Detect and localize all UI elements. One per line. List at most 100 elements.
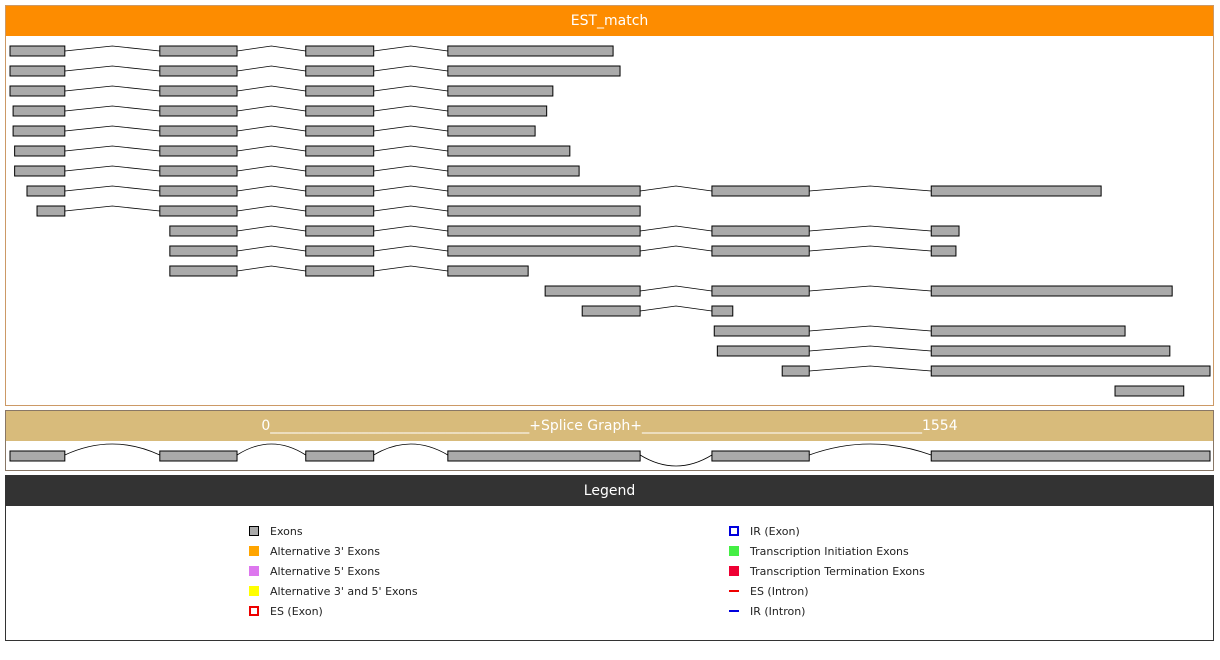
legend-label: ES (Exon)	[270, 604, 323, 618]
exon	[305, 125, 375, 137]
splice-junction-arc	[809, 443, 932, 456]
splice-junction-arc	[64, 443, 160, 456]
legend-label: Alternative 3' and 5' Exons	[270, 584, 418, 598]
splice-exon	[930, 450, 1211, 462]
exon	[930, 225, 960, 237]
intron-line	[640, 225, 712, 232]
exon	[447, 225, 641, 237]
intron-line	[373, 65, 448, 72]
exon	[169, 265, 238, 277]
intron-line	[809, 325, 932, 332]
exon	[781, 365, 810, 377]
intron-line	[640, 285, 712, 292]
intron-line	[236, 125, 306, 132]
exon	[711, 245, 810, 257]
exon	[447, 145, 571, 157]
legend-swatch-icon	[729, 610, 739, 612]
exon	[930, 285, 1173, 297]
exon	[447, 85, 554, 97]
exon	[159, 185, 238, 197]
intron-line	[373, 145, 448, 152]
exon	[544, 285, 641, 297]
exon	[36, 205, 66, 217]
exon	[305, 65, 375, 77]
exon	[159, 85, 238, 97]
exon	[169, 245, 238, 257]
legend-item: Transcription Termination Exons	[729, 564, 925, 578]
legend-swatch-icon	[249, 606, 259, 616]
exon	[159, 145, 238, 157]
legend-item: IR (Exon)	[729, 524, 800, 538]
legend-swatch-icon	[729, 566, 739, 576]
legend-item: Alternative 3' and 5' Exons	[249, 584, 418, 598]
intron-line	[373, 225, 448, 232]
exon	[9, 65, 66, 77]
intron-line	[373, 245, 448, 252]
exon	[9, 85, 66, 97]
legend-item: Alternative 3' Exons	[249, 544, 380, 558]
splice-exon	[159, 450, 238, 462]
exon	[305, 85, 375, 97]
exon	[12, 125, 66, 137]
legend-item: ES (Exon)	[249, 604, 323, 618]
exon	[305, 185, 375, 197]
exon	[26, 185, 66, 197]
exon	[930, 325, 1126, 337]
exon	[711, 305, 734, 317]
exon	[159, 125, 238, 137]
intron-line	[236, 145, 306, 152]
exon	[159, 165, 238, 177]
intron-line	[373, 205, 448, 212]
intron-line	[373, 125, 448, 132]
legend-label: ES (Intron)	[750, 584, 809, 598]
intron-line	[640, 305, 712, 312]
est-match-panel: EST_match	[5, 5, 1214, 406]
exon	[305, 205, 375, 217]
exon	[169, 225, 238, 237]
exon	[159, 205, 238, 217]
legend-swatch-icon	[249, 526, 259, 536]
intron-line	[640, 185, 712, 192]
intron-line	[64, 85, 160, 92]
intron-line	[373, 45, 448, 52]
legend-label: Exons	[270, 524, 303, 538]
exon	[930, 245, 957, 257]
legend-item: Alternative 5' Exons	[249, 564, 380, 578]
splice-junction-arc	[373, 443, 449, 456]
exon	[305, 245, 375, 257]
intron-line	[236, 265, 306, 272]
intron-line	[373, 165, 448, 172]
exon	[305, 145, 375, 157]
exon	[447, 185, 641, 197]
exon	[447, 45, 614, 57]
intron-line	[64, 205, 160, 212]
intron-line	[236, 105, 306, 112]
splice-exon	[447, 450, 641, 462]
intron-line	[809, 365, 932, 372]
legend-swatch-icon	[729, 590, 739, 592]
exon	[713, 325, 810, 337]
intron-line	[64, 45, 160, 52]
exon	[581, 305, 641, 317]
legend-label: Transcription Termination Exons	[750, 564, 925, 578]
legend-swatch-icon	[249, 546, 259, 556]
splice-exon	[711, 450, 810, 462]
legend-label: Transcription Initiation Exons	[750, 544, 909, 558]
intron-line	[809, 345, 932, 352]
exon	[305, 265, 375, 277]
intron-line	[809, 245, 932, 252]
splice-graph-header: 0_____________________________________+S…	[6, 411, 1213, 441]
legend-label: Alternative 3' Exons	[270, 544, 380, 558]
exon	[447, 125, 536, 137]
intron-line	[236, 85, 306, 92]
legend-item: Exons	[249, 524, 303, 538]
splice-graph-panel: 0_____________________________________+S…	[5, 410, 1214, 471]
intron-line	[373, 85, 448, 92]
exon	[159, 105, 238, 117]
est-alignments	[9, 45, 1211, 397]
exon	[930, 345, 1171, 357]
exon	[9, 45, 66, 57]
exon	[716, 345, 810, 357]
legend-header: Legend	[6, 476, 1213, 506]
